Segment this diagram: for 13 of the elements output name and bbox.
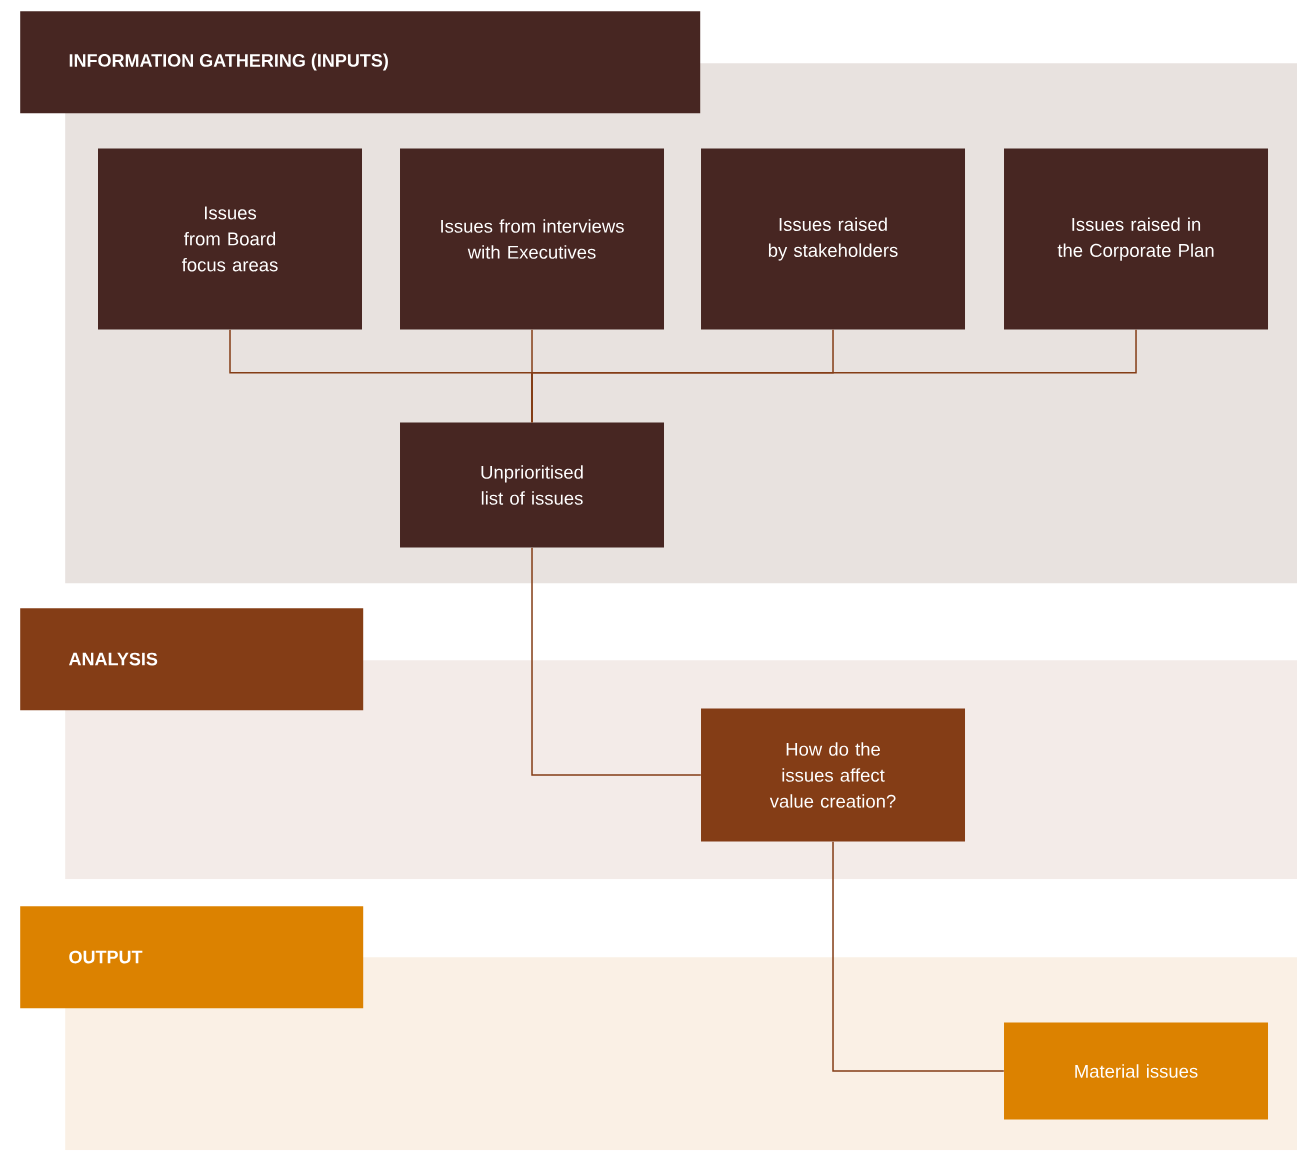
connector-line (531, 328, 1137, 424)
process-box: Issues raised in the Corporate Plan (1004, 148, 1268, 330)
connector-line (531, 546, 702, 776)
process-box: How do the issues affect value creation? (701, 708, 965, 842)
process-box: Material issues (1004, 1022, 1268, 1120)
section-header: OUTPUT (20, 906, 364, 1009)
process-box: Issues raised by stakeholders (701, 148, 965, 330)
process-box: Issues from Board focus areas (98, 148, 362, 330)
connector-line (832, 840, 1005, 1072)
section-header: ANALYSIS (20, 608, 364, 711)
process-box: Unprioritised list of issues (400, 422, 664, 548)
process-box: Issues from interviews with Executives (400, 148, 664, 330)
section-header: INFORMATION GATHERING (INPUTS) (20, 11, 701, 114)
